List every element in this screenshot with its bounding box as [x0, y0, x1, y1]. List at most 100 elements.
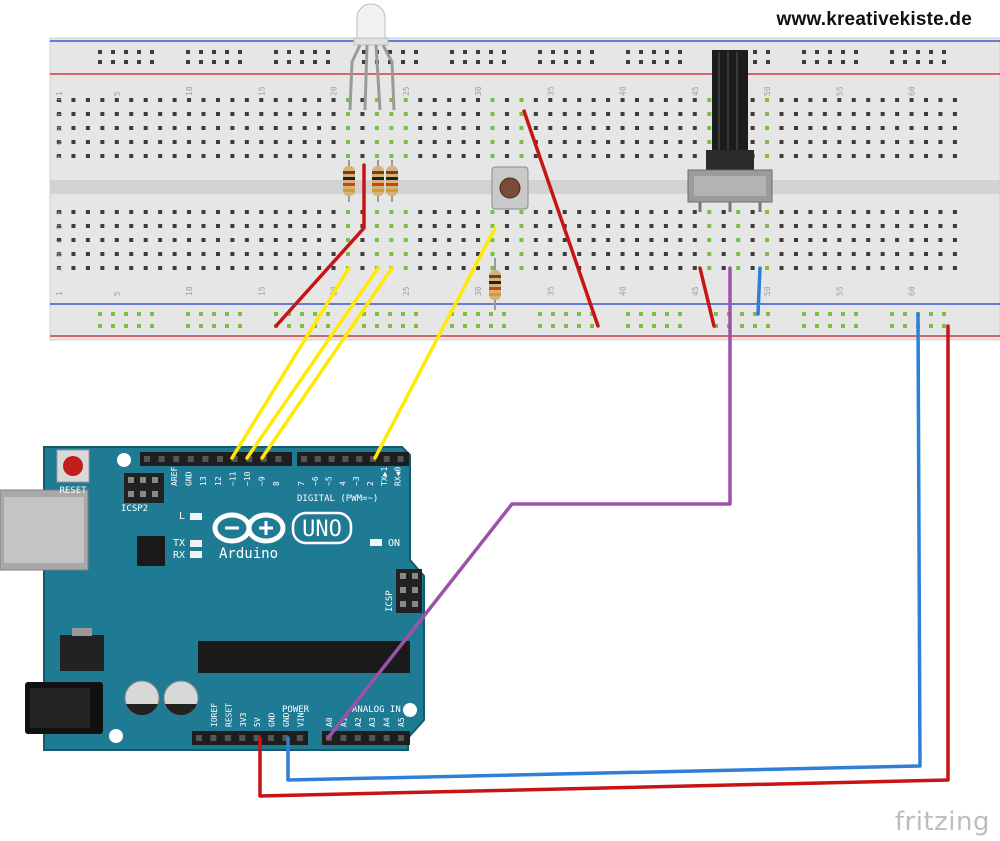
analog-pin-label: A0	[325, 717, 334, 727]
breadboard-hole	[822, 266, 827, 270]
rail-hole	[665, 312, 669, 316]
breadboard-hole	[692, 98, 697, 102]
breadboard-hole	[230, 154, 235, 158]
header-pin	[173, 456, 180, 462]
column-label-top: 30	[474, 86, 483, 96]
breadboard-hole	[259, 140, 264, 144]
breadboard-hole	[331, 154, 336, 158]
power-pin-label: 3V3	[239, 712, 248, 727]
resistor-3	[386, 160, 398, 202]
breadboard-hole	[288, 210, 293, 214]
breadboard-hole	[851, 154, 856, 158]
breadboard-hole	[519, 224, 524, 228]
breadboard-hole	[143, 238, 148, 242]
breadboard-hole	[302, 140, 307, 144]
breadboard-hole	[302, 266, 307, 270]
rail-hole	[137, 50, 141, 54]
breadboard-hole	[273, 252, 278, 256]
rail-hole	[564, 60, 568, 64]
rail-hole	[942, 60, 946, 64]
column-label-bottom: 25	[402, 286, 411, 296]
breadboard-hole	[490, 126, 495, 130]
rail-hole	[463, 60, 467, 64]
breadboard-hole	[317, 252, 322, 256]
breadboard-hole	[432, 126, 437, 130]
breadboard-hole	[938, 140, 943, 144]
breadboard-hole	[822, 98, 827, 102]
rail-hole	[137, 312, 141, 316]
rail-hole	[577, 60, 581, 64]
header-pin	[398, 735, 404, 741]
breadboard-hole	[649, 126, 654, 130]
breadboard-hole	[736, 252, 741, 256]
breadboard-hole	[143, 224, 148, 228]
breadboard-hole	[736, 238, 741, 242]
column-label-top: 60	[908, 86, 917, 96]
breadboard-hole	[866, 210, 871, 214]
breadboard-hole	[750, 140, 755, 144]
breadboard-hole	[187, 112, 192, 116]
breadboard-hole	[143, 154, 148, 158]
rail-hole	[538, 50, 542, 54]
breadboard-hole	[331, 112, 336, 116]
icsp-label: ICSP	[385, 590, 395, 612]
breadboard-hole	[779, 210, 784, 214]
breadboard-hole	[519, 252, 524, 256]
rail-hole	[929, 324, 933, 328]
breadboard-hole	[519, 140, 524, 144]
breadboard-hole	[129, 112, 134, 116]
wire-red-5v	[258, 324, 950, 798]
breadboard-hole	[606, 154, 611, 158]
breadboard-hole	[317, 126, 322, 130]
breadboard-hole	[360, 238, 365, 242]
column-label-bottom: 45	[691, 286, 700, 296]
breadboard-hole	[952, 154, 957, 158]
breadboard-hole	[606, 252, 611, 256]
breadboard-hole	[895, 210, 900, 214]
breadboard-hole	[707, 112, 712, 116]
breadboard-hole	[678, 224, 683, 228]
breadboard-hole	[403, 126, 408, 130]
breadboard-hole	[288, 98, 293, 102]
column-label-bottom: 35	[546, 286, 555, 296]
header-pin	[268, 735, 274, 741]
icsp2-pin	[128, 477, 134, 483]
rail-hole	[665, 50, 669, 54]
breadboard-hole	[71, 154, 76, 158]
breadboard-hole	[779, 252, 784, 256]
breadboard-hole	[880, 112, 885, 116]
breadboard-hole	[880, 252, 885, 256]
breadboard-hole	[374, 154, 379, 158]
breadboard-hole	[851, 140, 856, 144]
rail-hole	[740, 312, 744, 316]
rail-hole	[590, 60, 594, 64]
breadboard-hole	[374, 252, 379, 256]
breadboard-hole	[707, 98, 712, 102]
rail-hole	[916, 50, 920, 54]
breadboard-hole	[822, 224, 827, 228]
rail-hole	[287, 60, 291, 64]
breadboard-hole	[71, 224, 76, 228]
breadboard-hole	[447, 140, 452, 144]
rail-hole	[802, 312, 806, 316]
breadboard-hole	[866, 224, 871, 228]
rail-hole	[766, 324, 770, 328]
breadboard-hole	[100, 154, 105, 158]
rail-hole	[225, 324, 229, 328]
column-label-bottom: 1	[55, 291, 64, 296]
breadboard-hole	[591, 224, 596, 228]
breadboard-hole	[895, 252, 900, 256]
breadboard-hole	[129, 140, 134, 144]
icsp-pin	[400, 601, 406, 607]
breadboard-hole	[721, 252, 726, 256]
breadboard-hole	[851, 210, 856, 214]
rail-hole	[388, 60, 392, 64]
breadboard-hole	[765, 210, 770, 214]
rail-hole	[903, 312, 907, 316]
analog-header	[322, 731, 410, 745]
digital-pin-label: ~9	[258, 476, 267, 486]
breadboard-hole	[273, 238, 278, 242]
rail-hole	[766, 50, 770, 54]
breadboard-hole	[779, 140, 784, 144]
rail-hole	[326, 312, 330, 316]
